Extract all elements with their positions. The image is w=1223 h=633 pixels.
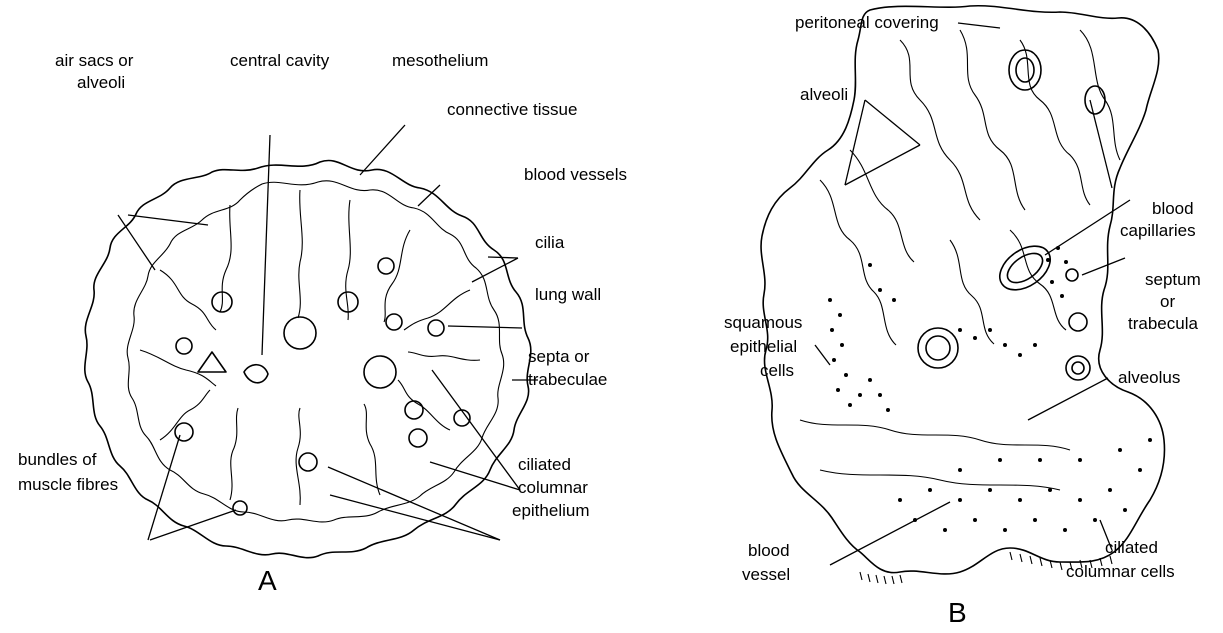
label-alveoli: alveoli: [800, 85, 848, 104]
label-ciliated-2: columnar: [518, 478, 588, 497]
label-alveolus: alveolus: [1118, 368, 1180, 387]
label-air-sacs-1: air sacs or: [55, 51, 134, 70]
label-mesothelium: mesothelium: [392, 51, 488, 70]
label-septum-3: trabecula: [1128, 314, 1198, 333]
label-septum-2: or: [1160, 292, 1175, 311]
label-ciliated-1: ciliated: [518, 455, 571, 474]
panel-letter-a: A: [258, 565, 277, 596]
label-bundles-1: bundles of: [18, 450, 97, 469]
vessel-rings: [918, 50, 1105, 380]
septa-bulbs: [175, 258, 470, 515]
label-peritoneal-covering: peritoneal covering: [795, 13, 939, 32]
panel-a: air sacs or alveoli central cavity mesot…: [18, 51, 627, 596]
label-ciliated-cells-2: columnar cells: [1066, 562, 1175, 581]
panel-letter-b: B: [948, 597, 967, 628]
label-septa-2: trabeculae: [528, 370, 607, 389]
label-squamous-1: squamous: [724, 313, 802, 332]
label-lung-wall: lung wall: [535, 285, 601, 304]
septa-group: [140, 190, 480, 505]
label-cilia: cilia: [535, 233, 565, 252]
label-squamous-2: epithelial: [730, 337, 797, 356]
label-septa-1: septa or: [528, 347, 590, 366]
label-blood-vessel-2: vessel: [742, 565, 790, 584]
label-blood-capillaries-1: blood: [1152, 199, 1194, 218]
label-air-sacs-2: alveoli: [77, 73, 125, 92]
label-squamous-3: cells: [760, 361, 794, 380]
label-ciliated-cells-1: ciliated: [1105, 538, 1158, 557]
label-central-cavity: central cavity: [230, 51, 330, 70]
panel-b: peritoneal covering alveoli blood capill…: [724, 6, 1201, 628]
label-connective-tissue: connective tissue: [447, 100, 577, 119]
label-ciliated-3: epithelium: [512, 501, 590, 520]
label-blood-vessels: blood vessels: [524, 165, 627, 184]
label-blood-capillaries-2: capillaries: [1120, 221, 1196, 240]
inner-wall-outline: [127, 181, 504, 522]
label-bundles-2: muscle fibres: [18, 475, 118, 494]
label-septum-1: septum: [1145, 270, 1201, 289]
label-blood-vessel-1: blood: [748, 541, 790, 560]
panel-b-leaders: [815, 23, 1130, 565]
